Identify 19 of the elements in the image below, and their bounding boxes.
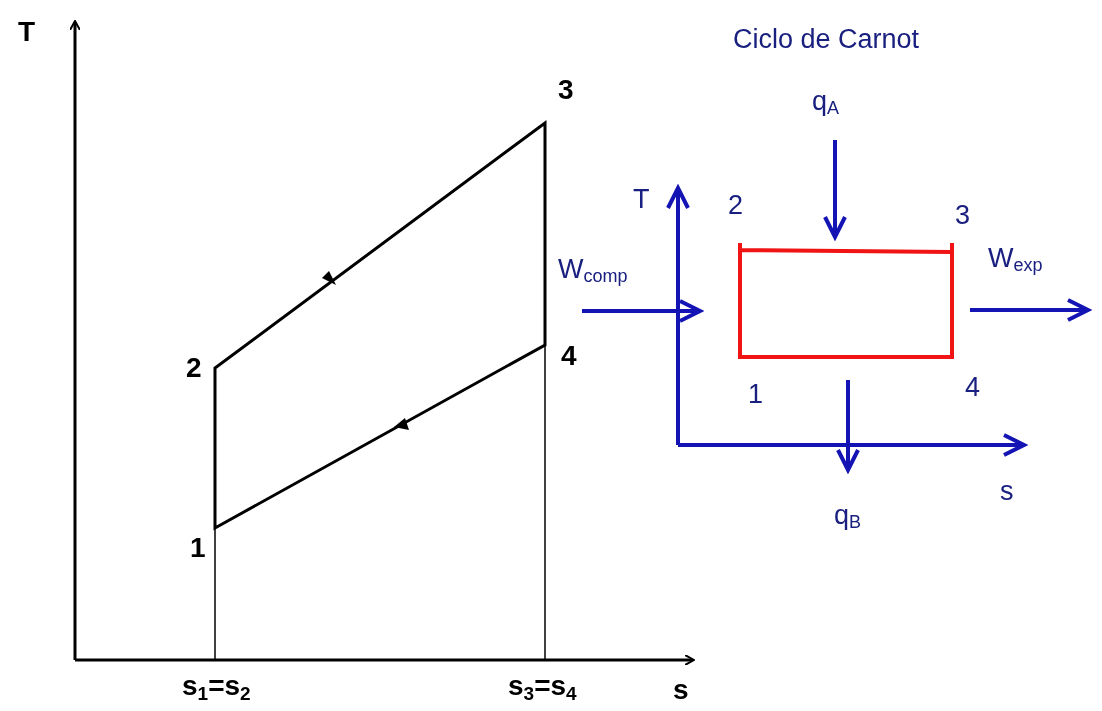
tick-label: s$_{3}$=s$_{4}$ xyxy=(508,672,577,703)
point-label: 3 xyxy=(558,76,574,104)
point-label: 4 xyxy=(561,342,577,370)
work-label: W$_{exp}$ xyxy=(988,245,1043,274)
point-label: 1 xyxy=(748,381,764,408)
axis-label: T xyxy=(18,18,36,46)
heat-label: q$_{A}$ xyxy=(812,88,840,117)
heat-label: q$_{B}$ xyxy=(834,502,862,531)
point-label: 1 xyxy=(190,534,206,562)
point-label: 3 xyxy=(955,202,971,229)
work-label: W$_{comp}$ xyxy=(558,256,628,285)
axis-label: T xyxy=(633,186,650,213)
axis-label: s xyxy=(673,676,689,704)
point-label: 4 xyxy=(965,374,981,401)
tick-label: s$_{1}$=s$_{2}$ xyxy=(182,672,251,703)
axis-label: s xyxy=(1000,478,1014,505)
point-label: 2 xyxy=(728,192,744,219)
diagram-title: Ciclo de Carnot xyxy=(733,26,920,53)
point-label: 2 xyxy=(186,354,202,382)
